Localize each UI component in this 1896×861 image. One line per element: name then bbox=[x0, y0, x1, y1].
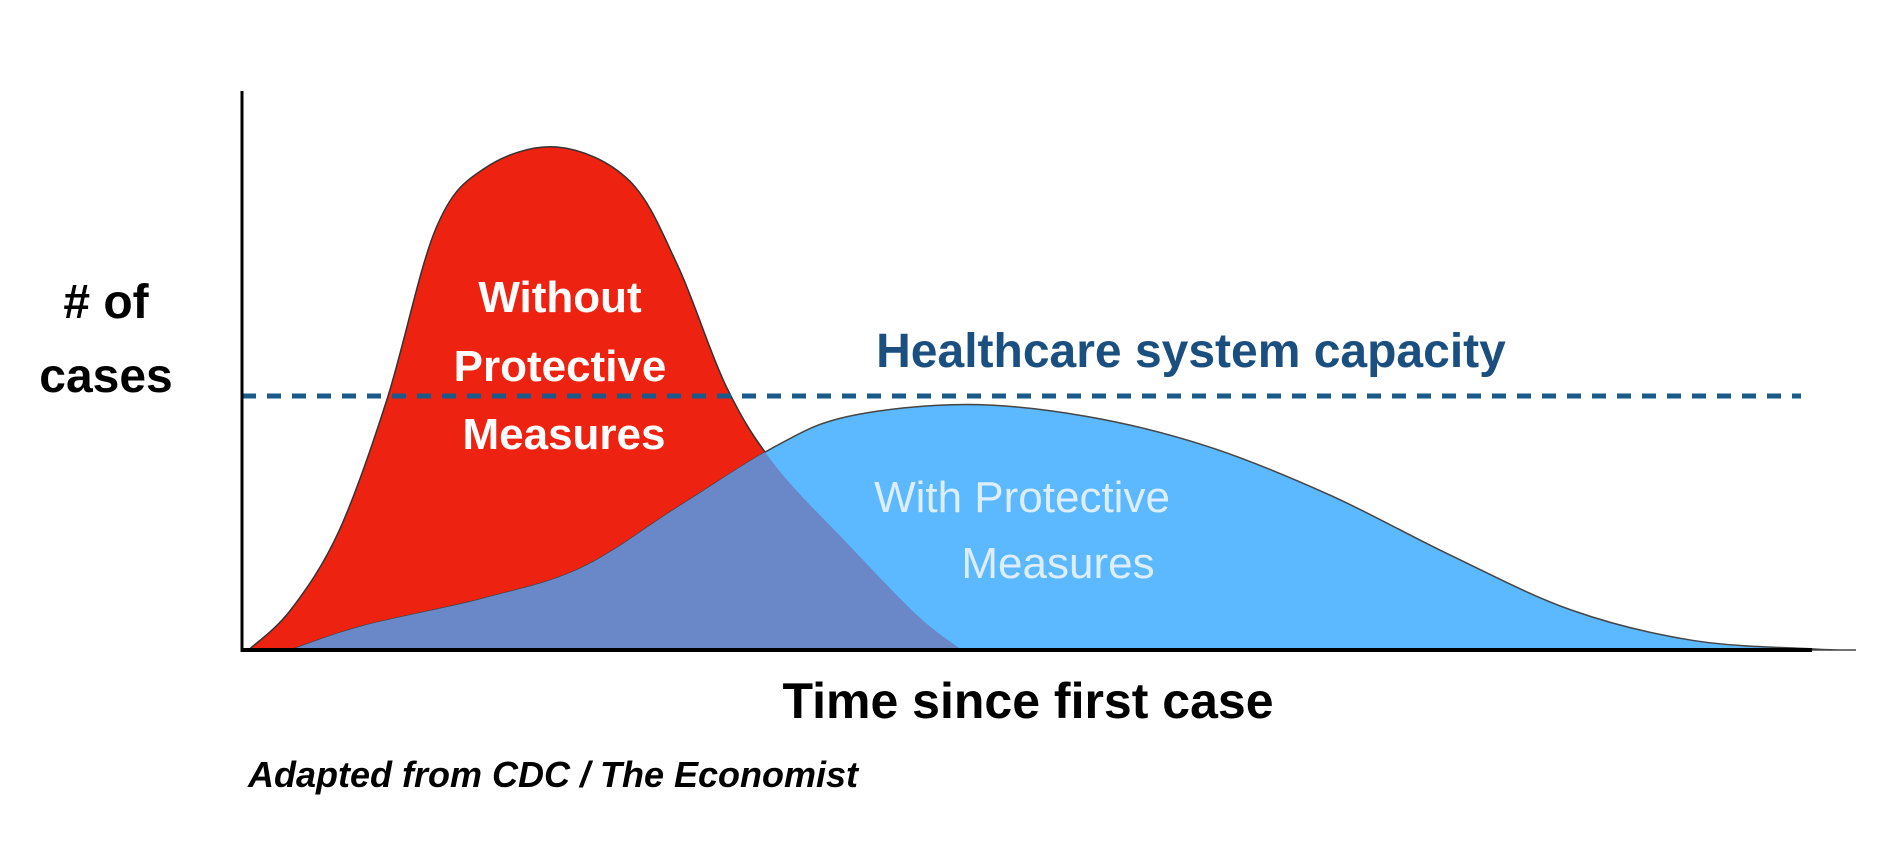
red-series-label-1: Without bbox=[478, 273, 642, 322]
y-axis-label-line1: # of bbox=[63, 276, 149, 329]
blue-series-label-2: Measures bbox=[961, 539, 1154, 588]
source-note: Adapted from CDC / The Economist bbox=[247, 754, 860, 795]
red-series-label-3: Measures bbox=[462, 410, 665, 459]
red-series-label-2: Protective bbox=[454, 342, 667, 391]
overlap-area bbox=[290, 404, 962, 650]
capacity-label: Healthcare system capacity bbox=[876, 325, 1506, 378]
blue-series-label-1: With Protective bbox=[874, 473, 1170, 522]
y-axis-label-line2: cases bbox=[39, 350, 172, 403]
x-axis-label: Time since first case bbox=[782, 673, 1273, 729]
